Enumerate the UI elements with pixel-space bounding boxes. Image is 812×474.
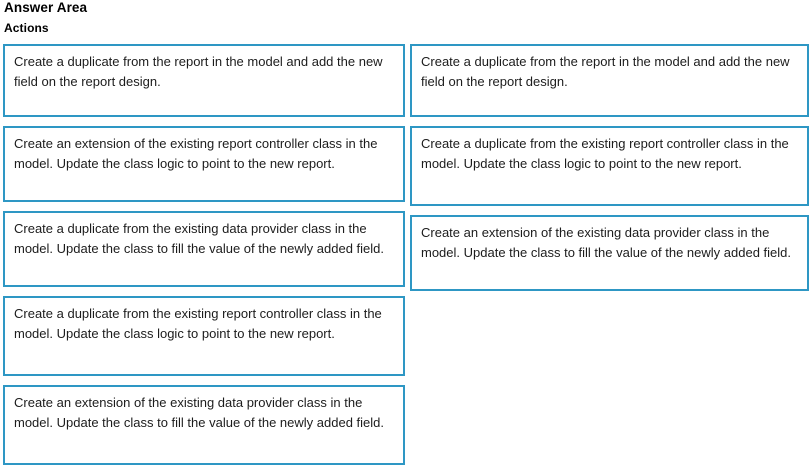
action-item-text: Create a duplicate from the existing dat… xyxy=(14,221,384,256)
action-item-text: Create an extension of the existing data… xyxy=(14,395,384,430)
answer-item-text: Create an extension of the existing data… xyxy=(421,225,791,260)
page-title: Answer Area xyxy=(4,0,88,15)
action-item[interactable]: Create an extension of the existing repo… xyxy=(3,126,405,202)
action-item[interactable]: Create a duplicate from the existing dat… xyxy=(3,211,405,287)
answer-item-text: Create a duplicate from the report in th… xyxy=(421,54,790,89)
answer-area-column: Create a duplicate from the report in th… xyxy=(410,44,809,300)
actions-section-label: Actions xyxy=(4,21,49,35)
action-item-text: Create an extension of the existing repo… xyxy=(14,136,378,171)
action-item[interactable]: Create an extension of the existing data… xyxy=(3,385,405,465)
action-item-text: Create a duplicate from the existing rep… xyxy=(14,306,382,341)
answer-item[interactable]: Create a duplicate from the existing rep… xyxy=(410,126,809,206)
actions-source-column: Create a duplicate from the report in th… xyxy=(3,44,405,474)
answer-item[interactable]: Create an extension of the existing data… xyxy=(410,215,809,291)
action-item[interactable]: Create a duplicate from the existing rep… xyxy=(3,296,405,376)
action-item-text: Create a duplicate from the report in th… xyxy=(14,54,383,89)
answer-item-text: Create a duplicate from the existing rep… xyxy=(421,136,789,171)
action-item[interactable]: Create a duplicate from the report in th… xyxy=(3,44,405,117)
answer-item[interactable]: Create a duplicate from the report in th… xyxy=(410,44,809,117)
